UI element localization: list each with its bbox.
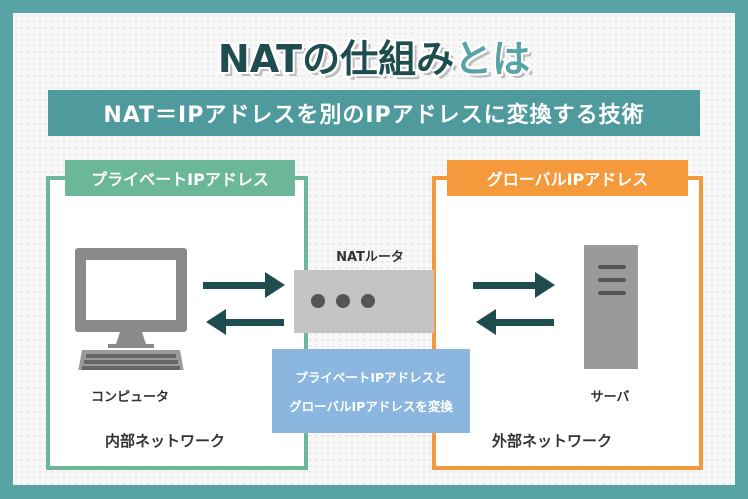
note-line-2: グローバルIPアドレスを変換 [289, 399, 453, 414]
arrow-right-icon [473, 282, 539, 289]
definition-banner: NAT＝IPアドレスを別のIPアドレスに変換する技術 [48, 90, 700, 136]
router-icon [294, 270, 434, 333]
global-ip-label: グローバルIPアドレス [447, 160, 688, 196]
title-accent: とは [454, 37, 531, 81]
server-label: サーバ [590, 390, 630, 405]
title-main: NATの仕組み [217, 37, 455, 81]
router-label: NATルータ [336, 250, 404, 265]
arrows-right-pair [473, 272, 555, 335]
internal-network-label: 内部ネットワーク [105, 432, 226, 450]
computer-icon [75, 248, 187, 370]
note-line-1: プライベートIPアドレスと [295, 370, 447, 385]
conversion-note: プライベートIPアドレスと グローバルIPアドレスを変換 [272, 349, 470, 433]
computer-label: コンピュータ [90, 390, 169, 405]
arrow-left-icon [222, 319, 284, 326]
arrows-left-pair [203, 272, 285, 335]
arrow-left-icon [492, 319, 554, 326]
page-title: NATの仕組みとは [0, 28, 748, 83]
external-network-label: 外部ネットワーク [492, 432, 613, 450]
server-icon [584, 245, 638, 369]
private-ip-label: プライベートIPアドレス [65, 160, 295, 196]
arrow-right-icon [203, 282, 269, 289]
